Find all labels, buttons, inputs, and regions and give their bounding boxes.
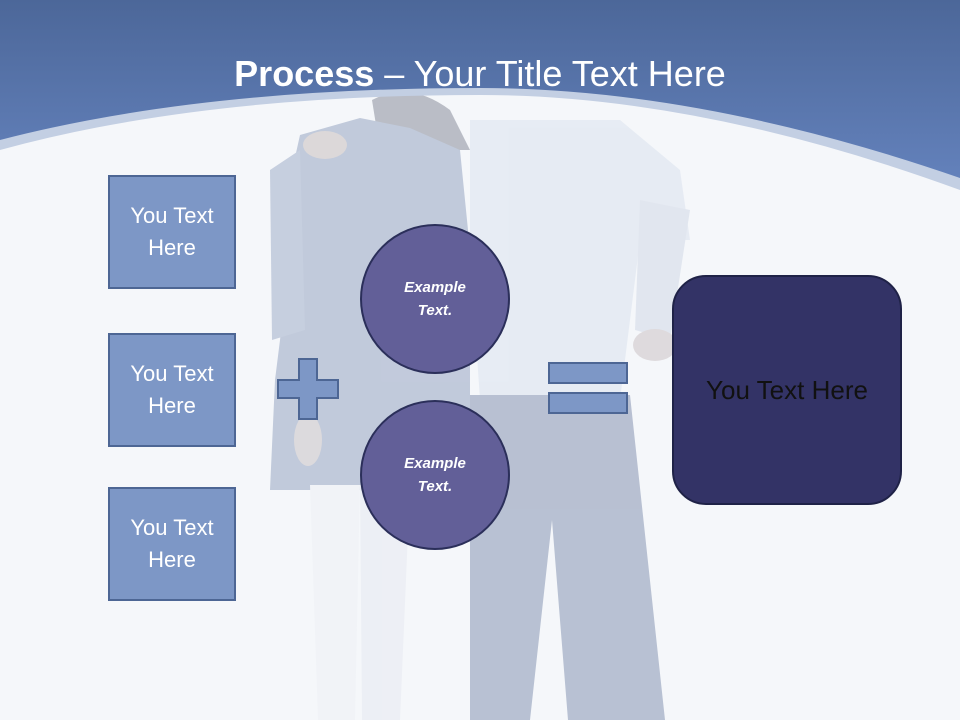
plus-icon [277,358,339,420]
result-box: You Text Here [672,275,902,505]
equals-icon [548,362,628,414]
text-box-3: You Text Here [108,487,236,601]
example-circle-2: Example Text. [360,400,510,550]
header-wave [0,0,960,190]
text-box-2: You Text Here [108,333,236,447]
title-bold: Process [234,53,375,94]
title-rest: – Your Title Text Here [374,53,726,94]
page-title: Process – Your Title Text Here [0,52,960,96]
text-box-1: You Text Here [108,175,236,289]
example-circle-1: Example Text. [360,224,510,374]
